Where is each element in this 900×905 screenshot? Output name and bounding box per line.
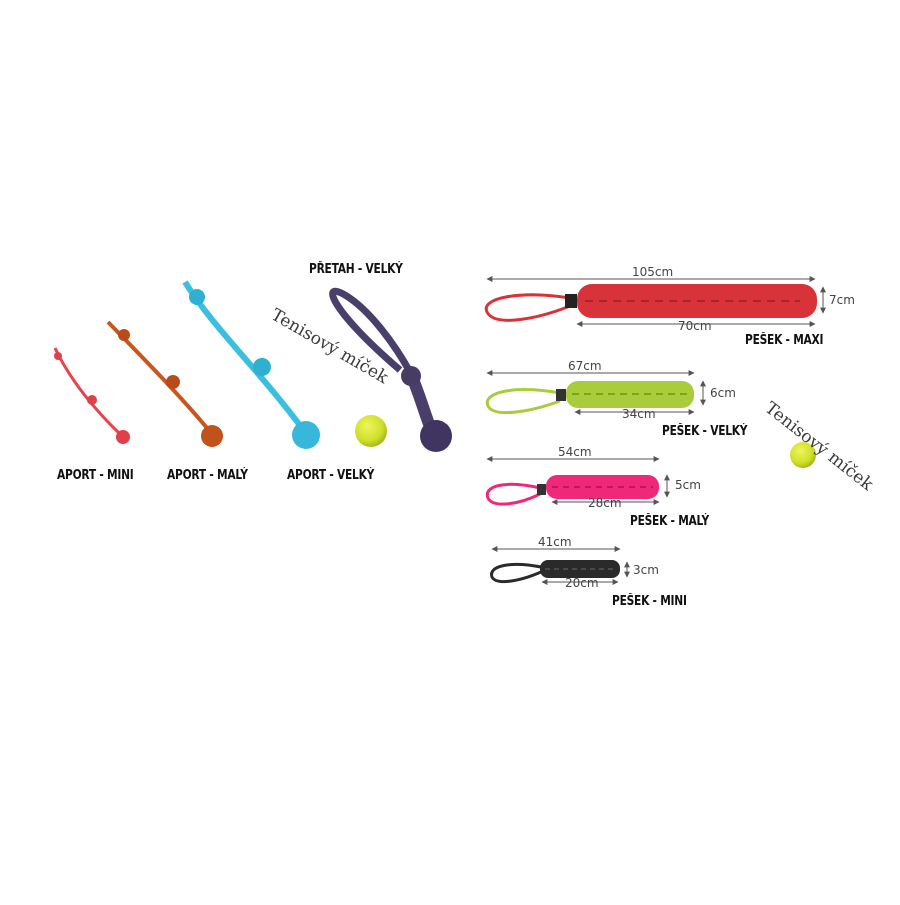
label-pesek-maly: PEŠEK - MALÝ [630,514,709,529]
velky-width-dim: 6cm [710,386,736,400]
maxi-total-dim: 105cm [632,265,673,279]
pretah-velky-toy [329,287,452,452]
pesek-mini-toy [490,560,620,584]
label-aport-velky: APORT - VELKÝ [287,468,375,483]
mini-total-dim: 41cm [538,535,572,549]
aport-mini-toy [53,347,130,444]
mini-braid-dim: 20cm [565,576,599,590]
aport-velky-toy [182,280,320,449]
maly-width-dim: 5cm [675,478,701,492]
maxi-braid-dim: 70cm [678,319,712,333]
label-pesek-mini: PEŠEK - MINI [612,594,687,609]
label-aport-mini: APORT - MINI [57,468,134,483]
velky-braid-dim: 34cm [622,407,656,421]
tennis-ball-label-right: Tenisový míček [761,398,877,495]
pesek-maxi-toy [484,284,817,322]
pesek-velky-toy [485,381,694,415]
tennis-ball [355,415,387,447]
maly-braid-dim: 28cm [588,496,622,510]
maly-total-dim: 54cm [558,445,592,459]
tennis-ball-right [790,442,816,468]
maxi-width-dim: 7cm [829,293,855,307]
label-pesek-maxi: PEŠEK - MAXI [745,333,824,348]
label-pesek-velky: PEŠEK - VELKÝ [662,424,748,439]
pesek-maly-toy [485,475,659,506]
mini-width-dim: 3cm [633,563,659,577]
aport-maly-toy [106,320,223,447]
label-aport-maly: APORT - MALÝ [167,468,248,483]
label-pretah-velky: PŘETAH - VELKÝ [309,262,403,277]
velky-total-dim: 67cm [568,359,602,373]
